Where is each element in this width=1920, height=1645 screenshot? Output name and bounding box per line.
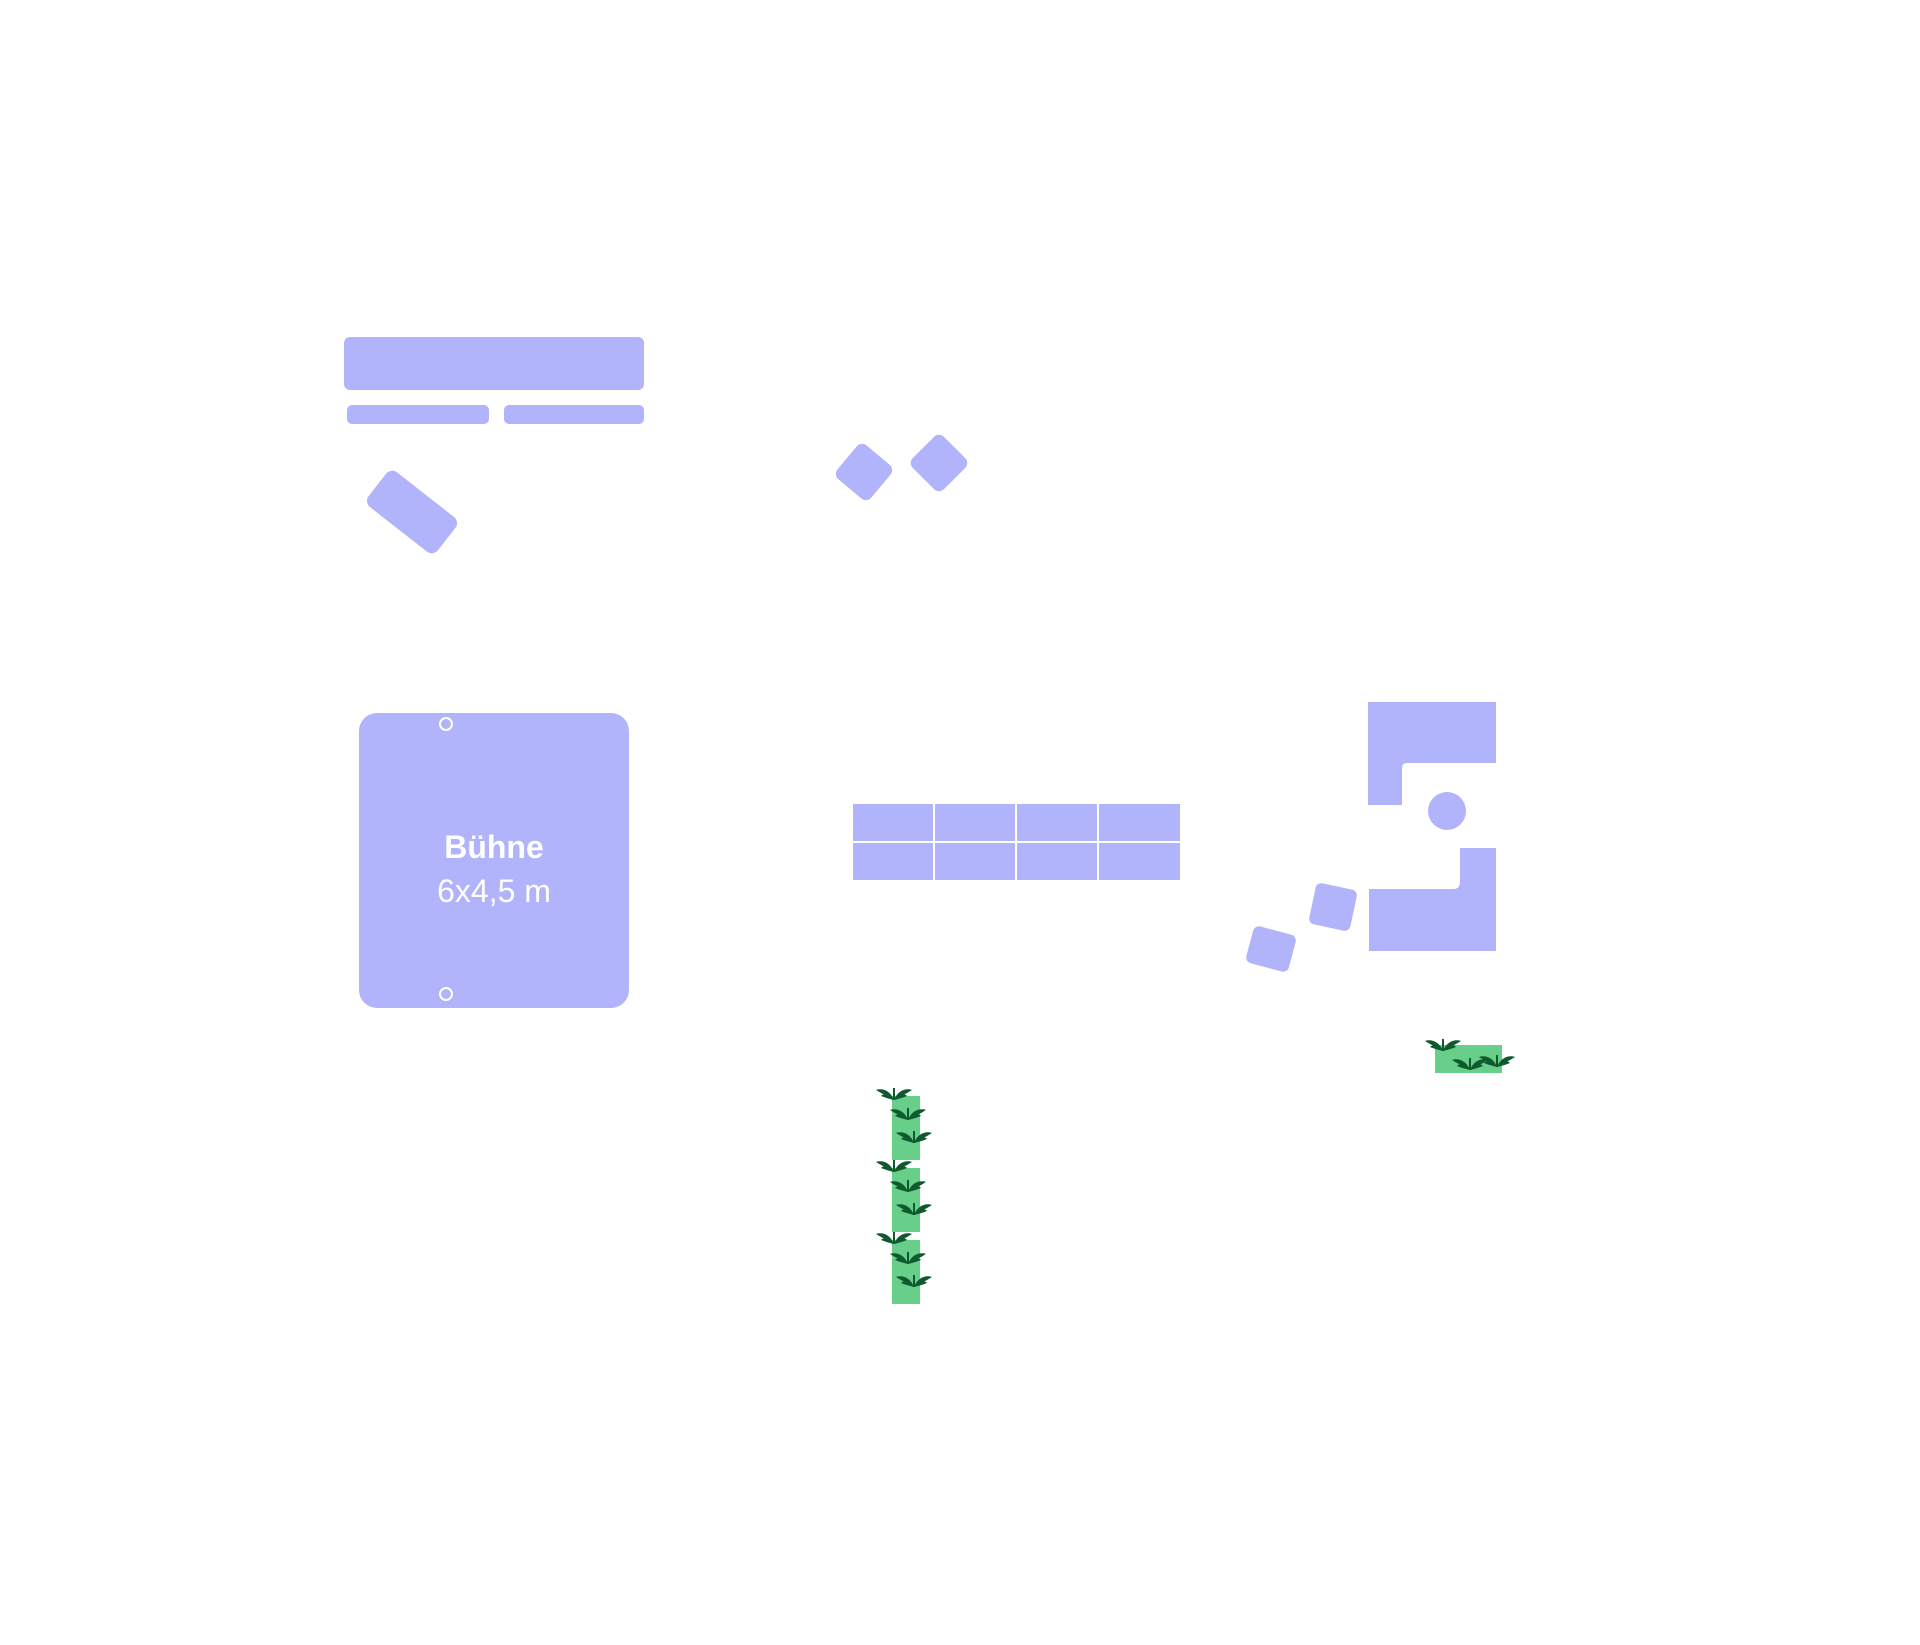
table-cell (1017, 843, 1097, 880)
side-table-round (1428, 792, 1466, 830)
stage-marker-top (439, 717, 453, 731)
stage-size: 6x4,5 m (437, 873, 551, 909)
table-cell (853, 843, 933, 880)
corner-sofa-bottom (1369, 848, 1496, 951)
cube-seat-left (835, 443, 893, 501)
planter-column (875, 1087, 933, 1304)
stage-title: Bühne (444, 829, 544, 865)
pouf-b (1246, 926, 1296, 972)
table-cell (935, 843, 1015, 880)
bar-bench-left (347, 405, 489, 424)
lounge-corner-group (1246, 702, 1496, 972)
table-cell (1099, 804, 1180, 841)
planter-box (892, 1168, 920, 1232)
stage: Bühne 6x4,5 m (359, 713, 629, 1008)
table-cell (935, 804, 1015, 841)
cube-seat-right (910, 434, 968, 492)
pouf-a (1309, 883, 1357, 931)
bar-counter-group (344, 337, 644, 554)
lounge-cushion (367, 470, 457, 554)
planter-horizontal (1424, 1038, 1516, 1073)
stage-marker-bottom (439, 987, 453, 1001)
table-cell (1017, 804, 1097, 841)
bar-counter (344, 337, 644, 390)
planter-box (892, 1240, 920, 1304)
corner-sofa-top (1368, 702, 1496, 805)
planter-box (892, 1096, 920, 1160)
table-cell (1099, 843, 1180, 880)
cube-seats (835, 434, 968, 501)
bar-bench-right (504, 405, 644, 424)
table-grid (853, 804, 1180, 880)
table-cell (853, 804, 933, 841)
stage-platform (359, 713, 629, 1008)
